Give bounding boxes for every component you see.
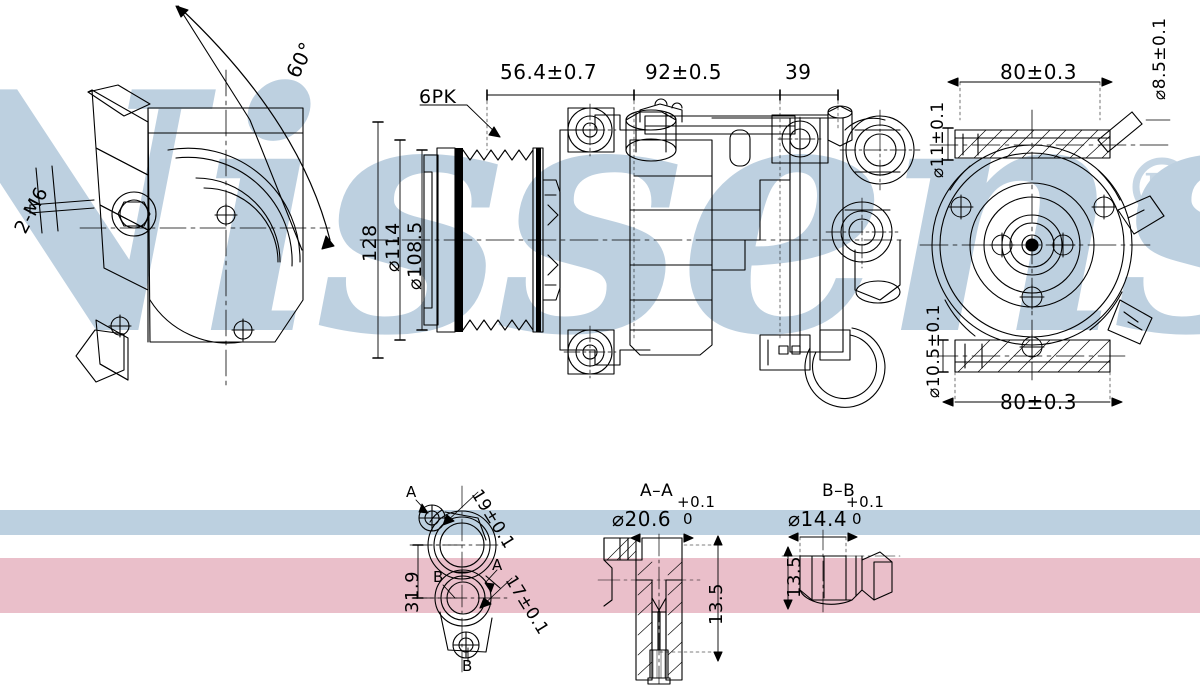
label-section-aa-depth: 13.5 xyxy=(706,582,727,625)
label-mark-a-bottom: A xyxy=(492,556,503,574)
label-len-39: 39 xyxy=(785,60,812,84)
label-section-bb-tol-upper: +0.1 xyxy=(846,493,885,511)
watermark-text: Nissens xyxy=(0,20,1200,408)
main-view xyxy=(359,89,921,408)
label-dia-8-5: ⌀8.5±0.1 xyxy=(1150,17,1170,100)
label-top-80: 80±0.3 xyxy=(1000,60,1078,84)
label-section-bb-dia: ⌀14.4 xyxy=(788,507,848,531)
label-dia-10-5: ⌀10.5±0.1 xyxy=(924,304,944,398)
label-section-aa-dia: ⌀20.6 xyxy=(612,507,672,531)
section-aa-view xyxy=(597,533,723,685)
svg-text:R: R xyxy=(1144,165,1181,216)
label-section-bb-tol-lower: 0 xyxy=(852,510,863,528)
label-section-bb-title: B–B xyxy=(822,481,856,501)
label-mark-b-bottom: B xyxy=(462,657,473,675)
label-section-aa-tol-upper: +0.1 xyxy=(677,493,716,511)
label-mark-b-top: B xyxy=(433,568,444,586)
section-bb-view xyxy=(781,529,901,613)
label-det-31-9: 31.9 xyxy=(402,570,423,613)
label-section-aa-title: A–A xyxy=(640,481,674,501)
label-dia-108-5: ⌀108.5 xyxy=(404,221,426,290)
label-section-bb-depth: 13.5 xyxy=(784,555,805,598)
label-section-aa-tol-lower: 0 xyxy=(683,510,694,528)
label-bot-80: 80±0.3 xyxy=(1000,390,1078,414)
label-6pk: 6PK xyxy=(419,86,457,108)
band-blue xyxy=(0,510,1200,535)
label-dia-114: ⌀114 xyxy=(382,222,404,272)
label-dia-11: ⌀11±0.1 xyxy=(928,101,948,178)
label-h-128: 128 xyxy=(359,224,381,262)
label-mark-a-top: A xyxy=(406,483,417,501)
label-len-92: 92±0.5 xyxy=(645,60,723,84)
right-view xyxy=(919,77,1171,407)
label-len-56-4: 56.4±0.7 xyxy=(500,60,598,84)
left-view xyxy=(29,5,335,391)
detail-port-flange xyxy=(409,485,513,673)
band-pink xyxy=(0,558,1200,613)
